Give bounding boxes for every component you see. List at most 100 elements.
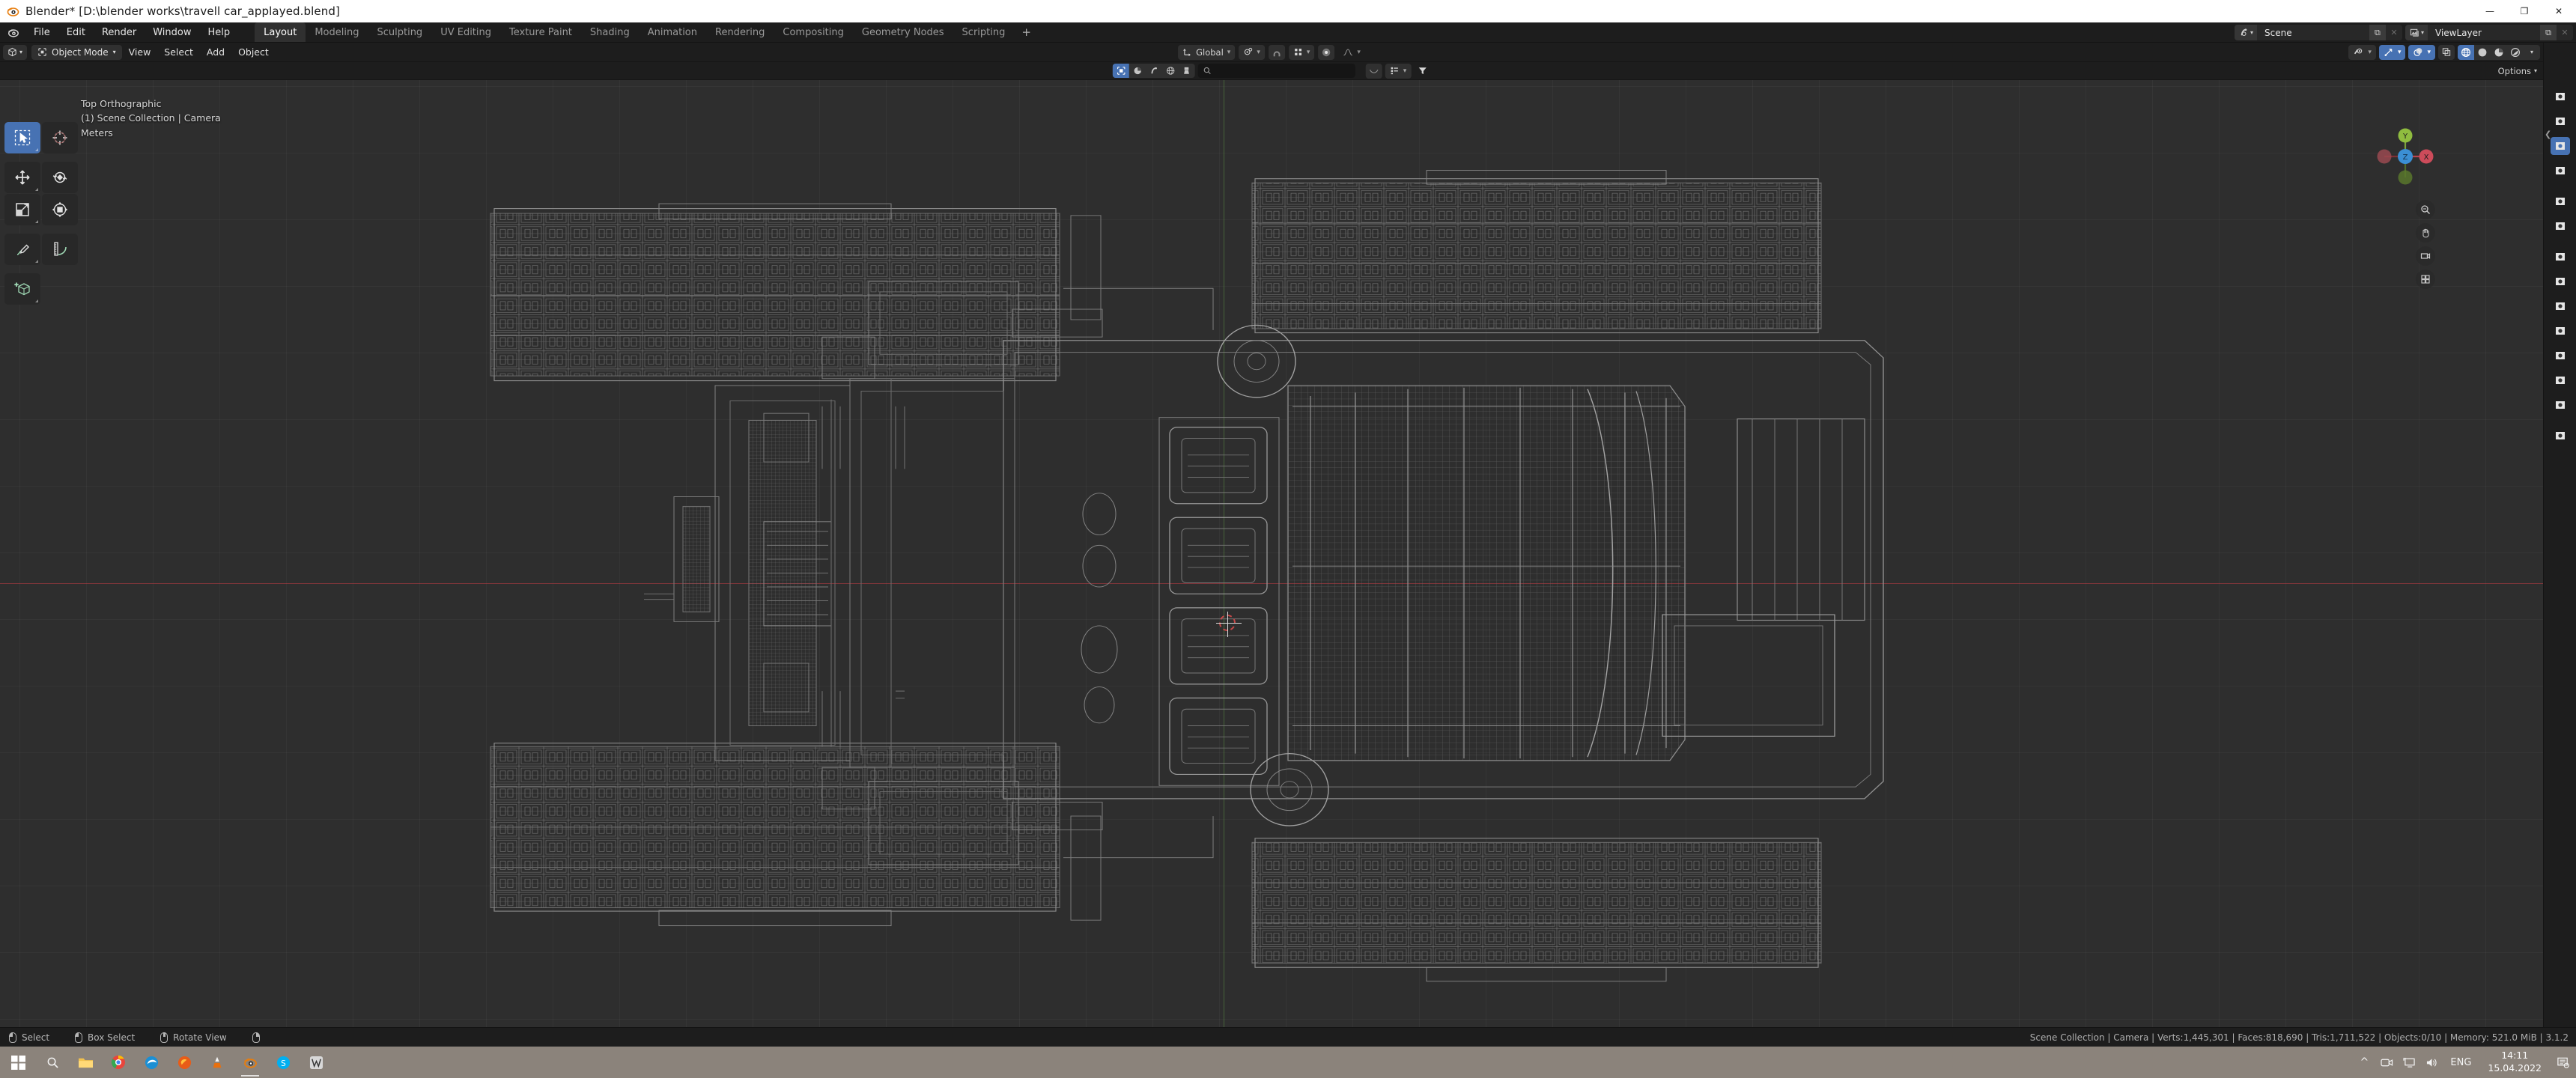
prop-tab-physics[interactable]: [2551, 322, 2570, 340]
prop-tab-constraints[interactable]: [2551, 347, 2570, 365]
tool-select-box[interactable]: [4, 122, 40, 153]
tab-sculpting[interactable]: Sculpting: [377, 26, 423, 38]
tab-rendering[interactable]: Rendering: [715, 26, 765, 38]
taskbar-blender-icon[interactable]: [234, 1047, 267, 1078]
editor-type-selector[interactable]: ▾: [3, 44, 28, 60]
tab-texture-paint[interactable]: Texture Paint: [509, 26, 572, 38]
prop-tab-texture[interactable]: [2551, 427, 2570, 445]
menu-help[interactable]: Help: [207, 26, 231, 38]
tab-animation[interactable]: Animation: [647, 26, 697, 38]
filter-scene-icon[interactable]: [1146, 64, 1162, 78]
prop-tab-scene[interactable]: [2551, 192, 2570, 210]
object-visibility-selector[interactable]: ▾: [2348, 44, 2376, 60]
view-layer-new-icon[interactable]: ⧉: [2540, 25, 2557, 40]
prop-tab-tool[interactable]: [2551, 88, 2570, 106]
filter-brush-icon[interactable]: [1179, 64, 1195, 78]
scene-new-icon[interactable]: ⧉: [2369, 25, 2386, 40]
prop-tab-object[interactable]: [2551, 248, 2570, 266]
menu-render[interactable]: Render: [101, 26, 137, 38]
viewport-menu-view[interactable]: View: [128, 46, 151, 58]
shading-wireframe-icon[interactable]: [2458, 44, 2474, 60]
transform-orientation-selector[interactable]: Global ▾: [1178, 44, 1236, 60]
snap-target-selector[interactable]: ▾: [1239, 44, 1265, 60]
view-layer-remove-icon[interactable]: ✕: [2557, 25, 2573, 40]
proportional-editing-icon[interactable]: [1318, 44, 1335, 60]
taskbar-app9-icon[interactable]: [300, 1047, 332, 1078]
shading-solid-icon[interactable]: [2474, 45, 2491, 60]
interaction-mode-selector[interactable]: Object Mode ▾: [31, 44, 122, 60]
filter-funnel-icon[interactable]: [1414, 64, 1430, 79]
tray-expand-chevron-icon[interactable]: ^: [2360, 1056, 2369, 1068]
tool-annotate[interactable]: [4, 234, 40, 265]
tool-cursor[interactable]: [42, 122, 78, 153]
tray-language-indicator[interactable]: ENG: [2450, 1056, 2472, 1068]
menu-file[interactable]: File: [34, 26, 50, 38]
menu-window[interactable]: Window: [153, 26, 192, 38]
zoom-icon[interactable]: [2416, 200, 2435, 219]
outliner-search-input[interactable]: [1197, 64, 1355, 78]
taskbar-vlc-icon[interactable]: [201, 1047, 234, 1078]
viewport-menu-object[interactable]: Object: [238, 46, 269, 58]
tab-layout[interactable]: Layout: [255, 22, 306, 42]
scene-unlink-icon[interactable]: ✕: [2385, 25, 2402, 40]
tool-move[interactable]: [4, 162, 40, 193]
prop-tab-material[interactable]: [2551, 396, 2570, 414]
tool-rotate[interactable]: [42, 162, 78, 193]
sidebar-collapse-arrow-icon[interactable]: ❮: [2545, 130, 2552, 139]
tab-geometry-nodes[interactable]: Geometry Nodes: [861, 26, 944, 38]
tray-camera-icon[interactable]: [2375, 1047, 2398, 1078]
scene-selector[interactable]: ▾ Scene ⧉ ✕: [2234, 25, 2402, 40]
prop-tab-modifiers[interactable]: [2551, 272, 2570, 290]
scene-browse-icon[interactable]: ▾: [2234, 25, 2257, 40]
maximize-button[interactable]: ❐: [2520, 6, 2529, 16]
snap-options-selector[interactable]: ▾: [1288, 44, 1315, 60]
start-button[interactable]: [0, 1047, 36, 1078]
viewport-menu-add[interactable]: Add: [206, 46, 225, 58]
proportional-falloff-selector[interactable]: ▾: [1338, 45, 1365, 60]
shading-options-chevron-icon[interactable]: ▾: [2530, 49, 2533, 55]
snap-magnet-icon[interactable]: [1268, 44, 1285, 60]
tray-display-icon[interactable]: [2398, 1047, 2420, 1078]
tool-measure[interactable]: [42, 234, 78, 265]
viewport-canvas[interactable]: Top Orthographic (1) Scene Collection | …: [0, 80, 2543, 1027]
tray-clock[interactable]: 14:11 15.04.2022: [2479, 1050, 2551, 1075]
overlays-toggle[interactable]: ▾: [2408, 44, 2435, 60]
shading-material-preview-icon[interactable]: [2491, 45, 2507, 60]
toggle-ortho-icon[interactable]: [2416, 270, 2435, 289]
prop-tab-output[interactable]: [2550, 137, 2570, 155]
menu-edit[interactable]: Edit: [66, 26, 85, 38]
camera-view-icon[interactable]: [2416, 246, 2435, 266]
prop-tab-render[interactable]: [2551, 112, 2570, 130]
view-layer-name[interactable]: ViewLayer: [2428, 25, 2540, 40]
xray-toggle-icon[interactable]: [2438, 44, 2455, 60]
filter-world-icon[interactable]: [1162, 64, 1179, 78]
blender-logo-icon[interactable]: [0, 22, 25, 42]
tool-scale[interactable]: [4, 194, 40, 225]
tool-transform[interactable]: [42, 194, 78, 225]
pan-hand-icon[interactable]: [2416, 223, 2435, 243]
taskbar-search-icon[interactable]: [36, 1047, 69, 1078]
prop-tab-view-layer[interactable]: [2551, 162, 2570, 180]
taskbar-file-explorer-icon[interactable]: [69, 1047, 102, 1078]
taskbar-edge-icon[interactable]: [135, 1047, 168, 1078]
view-layer-browse-icon[interactable]: ▾: [2405, 25, 2428, 40]
viewport-menu-select[interactable]: Select: [164, 46, 193, 58]
close-button[interactable]: ✕: [2554, 6, 2563, 16]
filter-dropdown[interactable]: ▾: [1385, 63, 1412, 79]
view-axis-gizmo[interactable]: Y X Z: [2372, 124, 2438, 189]
viewport-3d[interactable]: ▾ Object Mode ▾ View Select Add Object: [0, 43, 2543, 1027]
prop-tab-world[interactable]: [2551, 217, 2570, 235]
minimize-button[interactable]: —: [2485, 6, 2494, 16]
prop-tab-data[interactable]: [2551, 371, 2570, 389]
tab-uv-editing[interactable]: UV Editing: [440, 26, 492, 38]
scene-name[interactable]: Scene: [2256, 25, 2369, 40]
tab-scripting[interactable]: Scripting: [962, 26, 1006, 38]
tab-modeling[interactable]: Modeling: [315, 26, 359, 38]
filter-object-icon[interactable]: [1112, 64, 1129, 78]
shading-rendered-icon[interactable]: [2507, 45, 2524, 60]
gizmo-toggle[interactable]: ▾: [2378, 44, 2406, 60]
tray-volume-icon[interactable]: [2420, 1047, 2443, 1078]
prop-tab-particles[interactable]: [2551, 297, 2570, 315]
tool-add-cube[interactable]: [4, 273, 40, 305]
taskbar-chrome-icon[interactable]: [102, 1047, 135, 1078]
